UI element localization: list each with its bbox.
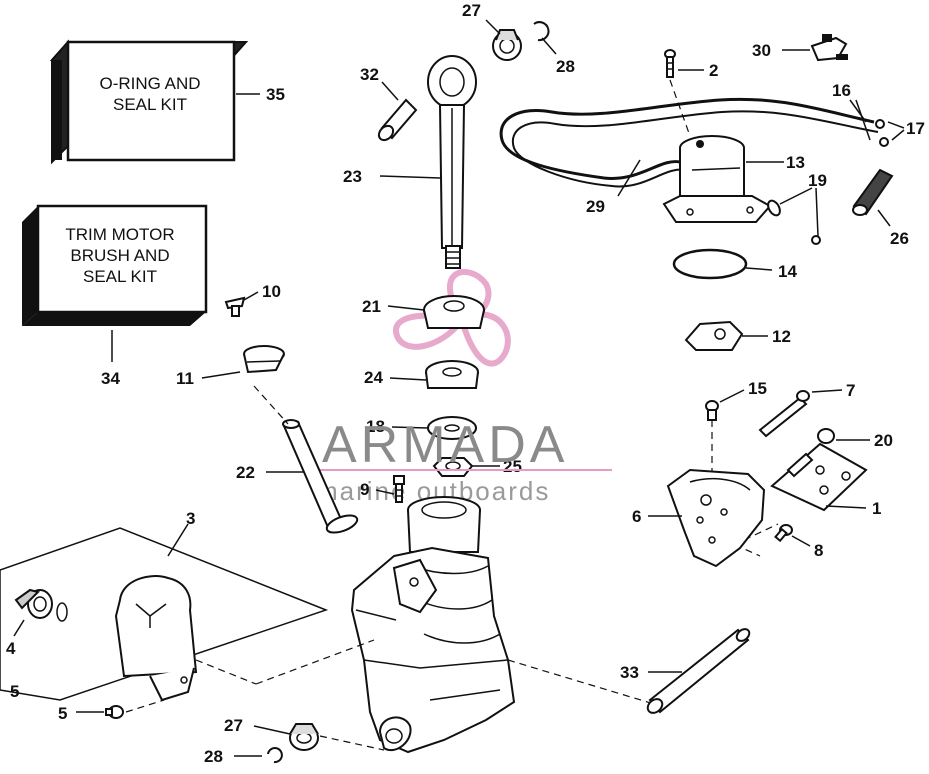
part-27-bushing-bottom	[289, 723, 319, 751]
callout-5-lower: 5	[58, 704, 67, 723]
part-14-o-ring	[672, 248, 748, 280]
part-7-bolt	[758, 390, 810, 438]
callout-17: 17	[906, 119, 925, 138]
part-33-manual-release-pin	[646, 628, 751, 714]
callout-20: 20	[874, 431, 893, 450]
brush-kit-label-line2: BRUSH AND	[70, 246, 169, 265]
trim-cylinder-housing	[350, 496, 516, 754]
part-28-clip-bottom	[267, 747, 283, 764]
callout-21: 21	[362, 297, 381, 316]
callout-28-bottom: 28	[204, 747, 223, 766]
callout-2: 2	[709, 61, 718, 80]
part-19-clip-screw	[767, 199, 821, 245]
callout-6: 6	[632, 507, 641, 526]
part-16-terminals	[875, 119, 889, 147]
part-8-screw	[774, 524, 793, 543]
callout-11: 11	[176, 369, 194, 388]
callout-1: 1	[872, 499, 881, 518]
callout-13: 13	[786, 153, 805, 172]
part-27-bushing-top	[492, 29, 522, 61]
callout-16: 16	[832, 81, 851, 100]
part-11-plug	[243, 345, 285, 374]
callout-27-top: 27	[462, 1, 481, 20]
callout-10: 10	[262, 282, 281, 301]
part-30-connector	[810, 34, 848, 62]
callout-34: 34	[101, 369, 120, 388]
part-21-piston	[423, 295, 485, 329]
callout-28-top: 28	[556, 57, 575, 76]
seal-kit-label-line1: O-RING AND	[99, 74, 200, 93]
part-10-screw	[224, 296, 246, 317]
brush-kit-label-line1: TRIM MOTOR	[65, 225, 174, 244]
part-5-screw	[105, 705, 124, 719]
part-9-bleed-screw	[393, 475, 405, 503]
seal-kit-label-line2: SEAL KIT	[113, 95, 187, 114]
part-6-pump-body	[666, 468, 766, 568]
callout-19: 19	[808, 171, 827, 190]
part-15-screw	[705, 400, 719, 421]
callout-35: 35	[266, 85, 285, 104]
watermark-brand: ARMADA	[322, 416, 568, 474]
callout-27-bottom: 27	[224, 716, 243, 735]
callout-32: 32	[360, 65, 379, 84]
part-5-reservoir	[114, 575, 198, 702]
callout-15: 15	[748, 379, 767, 398]
callout-4: 4	[6, 639, 16, 658]
part-13-trim-motor	[662, 135, 772, 223]
callout-12: 12	[772, 327, 791, 346]
callout-25: 25	[503, 457, 522, 476]
callout-5-upper: 5	[10, 682, 19, 701]
callout-18: 18	[366, 417, 385, 436]
callout-23: 23	[343, 167, 362, 186]
part-26-sleeve	[852, 168, 894, 216]
callout-3: 3	[186, 509, 195, 528]
callout-26: 26	[890, 229, 909, 248]
callout-9: 9	[360, 480, 369, 499]
callout-24: 24	[364, 368, 383, 387]
part-20-ring	[817, 428, 835, 444]
part-32-pin	[377, 98, 418, 142]
part-12-cover	[684, 320, 744, 351]
callout-29: 29	[586, 197, 605, 216]
callout-33: 33	[620, 663, 639, 682]
part-22-tube	[282, 419, 359, 534]
part-2-screw	[664, 49, 676, 78]
callout-7: 7	[846, 381, 855, 400]
callout-14: 14	[778, 262, 797, 281]
brush-kit-label-line3: SEAL KIT	[83, 267, 157, 286]
part-24-piston-ring	[425, 360, 479, 389]
brush-kit-box: TRIM MOTOR BRUSH AND SEAL KIT 34	[22, 204, 208, 388]
part-28-clip-top	[533, 21, 550, 42]
part-4-cap	[14, 588, 68, 622]
callout-8: 8	[814, 541, 823, 560]
callout-30: 30	[752, 41, 771, 60]
part-1-valve-plate	[770, 442, 868, 512]
seal-kit-box: O-RING AND SEAL KIT 35	[49, 39, 285, 165]
part-23-piston-rod	[427, 55, 477, 269]
callout-22: 22	[236, 463, 255, 482]
